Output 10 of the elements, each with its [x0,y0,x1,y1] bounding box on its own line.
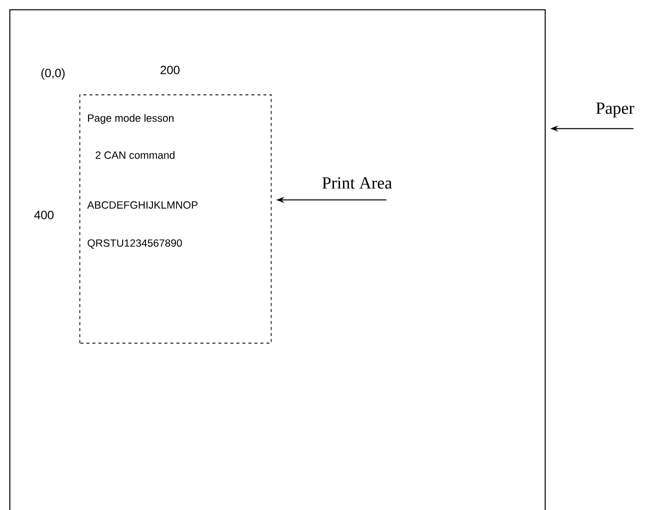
paper-sheet [9,9,546,510]
coordinate-label: 400 [34,210,54,220]
printed-text: QRSTU1234567890 [88,239,182,249]
coordinate-label: 200 [160,66,180,74]
printed-text: 2 CAN command [96,151,174,159]
printed-text: Page mode lesson [88,114,174,124]
callout-text: Print Area [322,177,392,189]
callout-text: Paper [596,102,634,118]
coordinate-label: (0,0) [41,68,65,80]
printed-text: ABCDEFGHIJKLMNOP [87,201,198,209]
